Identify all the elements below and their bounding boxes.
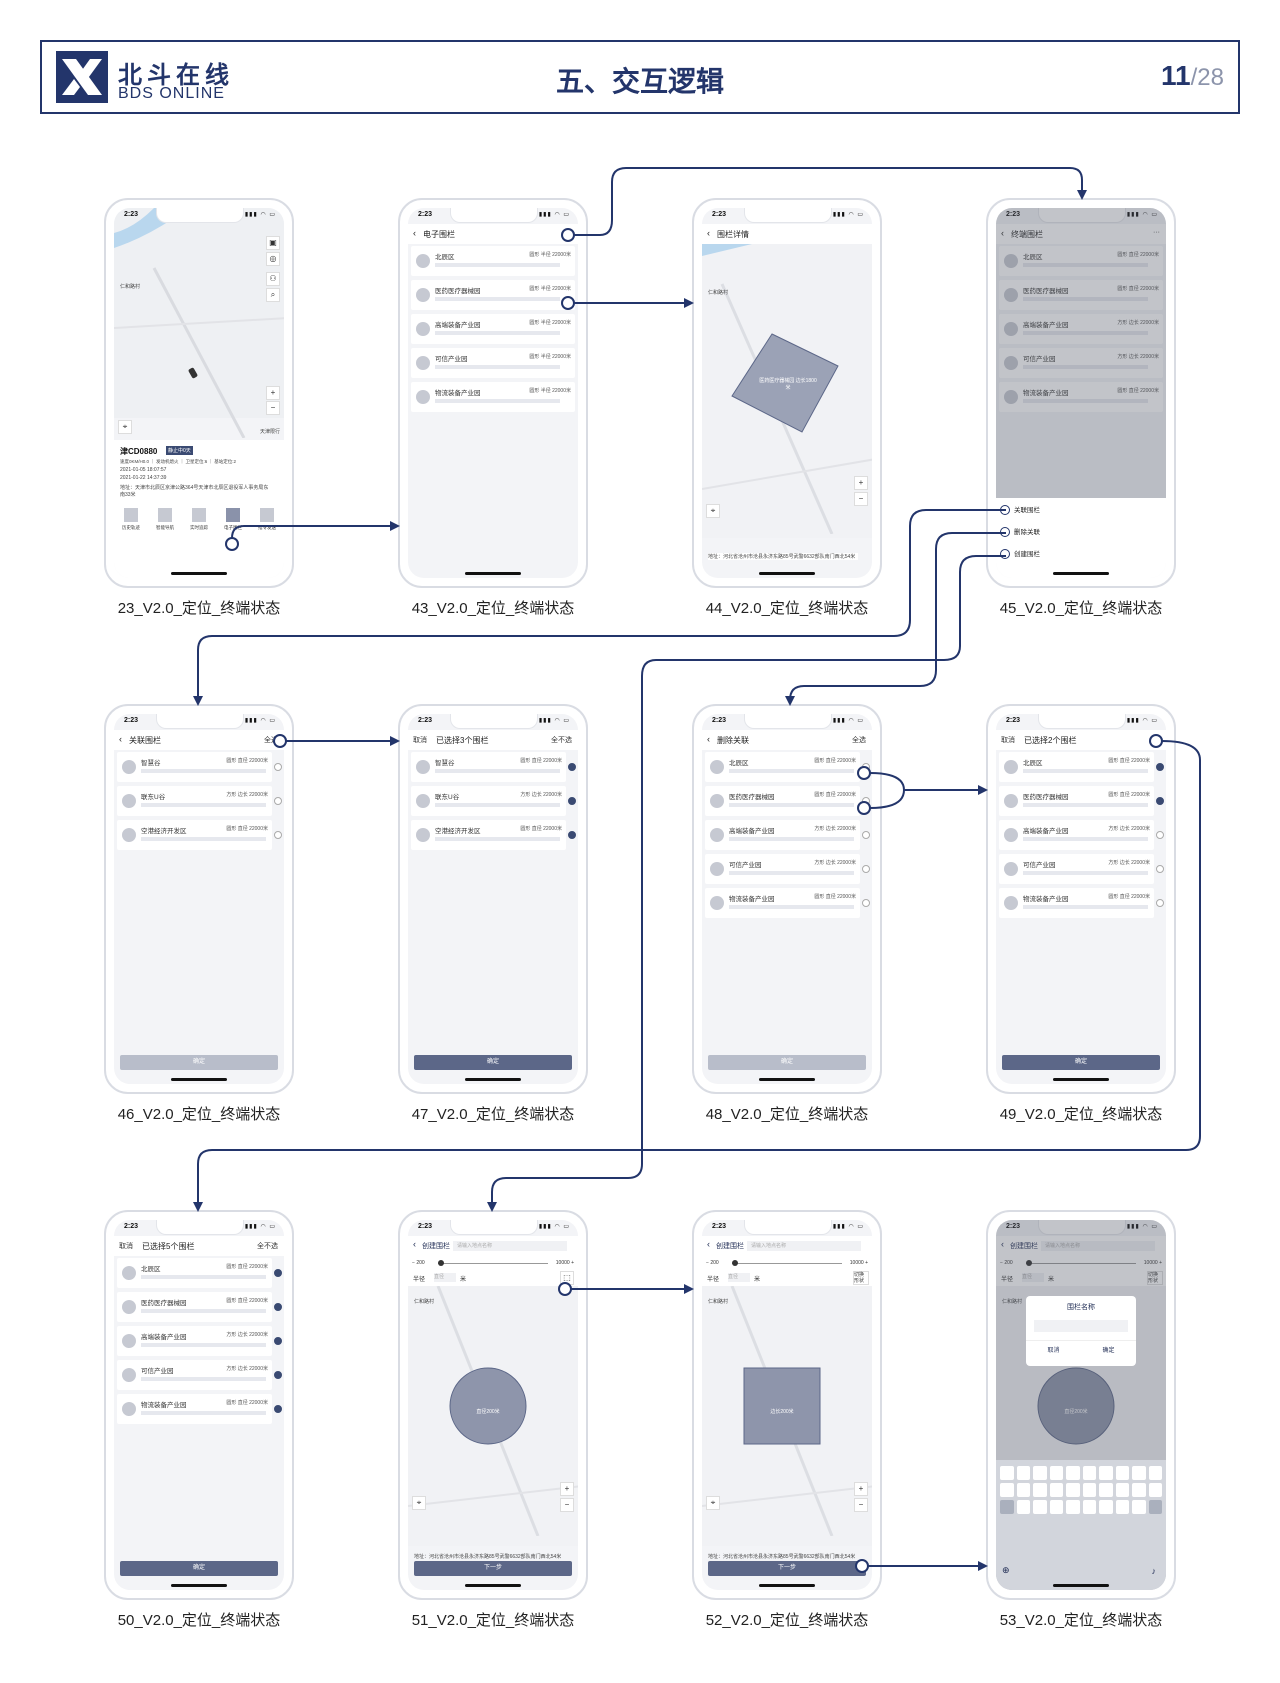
caption-47: 47_V2.0_定位_终端状态 [411,1106,575,1123]
caption-50: 50_V2.0_定位_终端状态 [117,1612,281,1629]
tab-navigation[interactable]: 智能导航 [156,508,174,531]
list-item[interactable]: 可信产业园圆形 半径 22000米 [411,348,575,378]
list-item[interactable]: 空港经济开发区圆形 直径 22000米 [117,820,282,850]
dialog-cancel-button[interactable]: 取消 [1047,1348,1060,1354]
caption-45: 45_V2.0_定位_终端状态 [999,600,1163,617]
map[interactable]: 仁和路村 医药医疗器械园 边长1800米 + − ⌖ [702,244,872,538]
page-number: 11/28 [1161,60,1224,91]
brand-name-cn: 北斗在线 [118,62,234,89]
confirm-button[interactable]: 确定 [120,1055,278,1070]
brand-name-en: BDS ONLINE [118,85,225,102]
list-item[interactable]: 北辰区圆形 半径 22000米 [411,246,575,276]
phone-49: 2:23▮▮▮ ◠ ▭ 取消已选择2个围栏⌫ 北辰区圆形 直径 22000米 医… [986,704,1176,1094]
microphone-icon[interactable]: ♪ [1151,1566,1157,1576]
page-header: 北斗在线 BDS ONLINE 五、交互逻辑 11/28 [40,40,1240,114]
bds-logo-icon [56,51,108,103]
confirm-button[interactable]: 确定 [1002,1055,1160,1070]
list-item[interactable]: 物流装备产业园圆形 半径 22000米 [411,382,575,412]
caption-23: 23_V2.0_定位_终端状态 [117,600,281,617]
globe-icon[interactable]: ⊕ [1002,1565,1010,1575]
list-item[interactable]: 高端装备产业园圆形 半径 22000米 [411,314,575,344]
caption-49: 49_V2.0_定位_终端状态 [999,1106,1163,1123]
tab-command[interactable]: 指令发送 [258,508,276,531]
confirm-button[interactable]: 确定 [120,1561,278,1576]
caption-48: 48_V2.0_定位_终端状态 [705,1106,869,1123]
status-badge: 静止中0天 [166,446,193,455]
phone-23: 2:23▮▮▮ ◠ ▭ 仁和路村 ▣ ◎ ⚇ ⌕ + − ⌖ 天津限行 津CD0… [104,198,294,588]
map[interactable]: 仁和路村 ▣ ◎ ⚇ ⌕ + − ⌖ 天津限行 [114,208,284,438]
switch-shape-icon[interactable]: ⬚ [560,1271,574,1285]
next-button[interactable]: 下一步 [708,1561,866,1576]
caption-44: 44_V2.0_定位_终端状态 [705,600,869,617]
plate-number: 津CD0880 [120,447,158,456]
list-item[interactable]: 医药医疗器械园圆形 半径 22000米 [411,280,575,310]
more-icon[interactable]: ··· [565,229,572,236]
menu-link-fence[interactable]: 关联围栏 [1000,504,1040,516]
tab-history[interactable]: 历史轨迹 [122,508,140,531]
caption-52: 52_V2.0_定位_终端状态 [705,1612,869,1629]
trash-icon[interactable]: ⌫ [1150,736,1160,743]
phone-50: 2:23▮▮▮ ◠ ▭ 取消已选择5个围栏全不选 北辰区圆形 直径 22000米… [104,1210,294,1600]
phone-48: 2:23▮▮▮ ◠ ▭ ‹删除关联全选 北辰区圆形 直径 22000米 医药医疗… [692,704,882,1094]
back-icon[interactable]: ‹ [707,228,710,238]
phone-43: 2:23▮▮▮ ◠ ▭ ‹电子围栏··· 北辰区圆形 半径 22000米 医药医… [398,198,588,588]
menu-remove-link[interactable]: 删除关联 [1000,526,1040,538]
confirm-button[interactable]: 确定 [414,1055,572,1070]
tab-tracking[interactable]: 实时追踪 [190,508,208,531]
fence-name-input[interactable] [1034,1320,1128,1332]
list-item[interactable]: 联东U谷方形 边长 22000米 [117,786,282,816]
back-icon[interactable]: ‹ [413,228,416,238]
caption-53: 53_V2.0_定位_终端状态 [999,1612,1163,1629]
phone-47: 2:23▮▮▮ ◠ ▭ 取消已选择3个围栏全不选 智慧谷圆形 直径 22000米… [398,704,588,1094]
list-item[interactable]: 智慧谷圆形 直径 22000米 [117,752,282,782]
menu-create-fence[interactable]: 创建围栏 [1000,548,1040,560]
select-all-button[interactable]: 全选 [264,737,278,744]
caption-43: 43_V2.0_定位_终端状态 [411,600,575,617]
page-title: 五、交互逻辑 [555,66,724,97]
phone-46: 2:23▮▮▮ ◠ ▭ ‹关联围栏全选 智慧谷圆形 直径 22000米 联东U谷… [104,704,294,1094]
tab-fence[interactable]: 电子围栏 [224,508,242,531]
keyboard[interactable]: ⊕ ♪ [996,1460,1166,1590]
caption-46: 46_V2.0_定位_终端状态 [117,1106,281,1123]
fence-name-dialog: 围栏名称 取消 确定 [1026,1296,1136,1366]
next-button[interactable]: 下一步 [414,1561,572,1576]
phone-44: 2:23▮▮▮ ◠ ▭ ‹围栏详情 仁和路村 医药医疗器械园 边长1800米 +… [692,198,882,588]
phone-45: 2:23▮▮▮ ◠ ▭ ‹终端围栏··· 北辰区圆形 直径 22000米 医药医… [986,198,1176,588]
dialog-ok-button[interactable]: 确定 [1102,1348,1115,1354]
search-input[interactable]: 请输入地点名称 [453,1241,567,1251]
caption-51: 51_V2.0_定位_终端状态 [411,1612,575,1629]
switch-shape-button[interactable]: 切换形状 [853,1271,869,1285]
confirm-button[interactable]: 确定 [708,1055,866,1070]
